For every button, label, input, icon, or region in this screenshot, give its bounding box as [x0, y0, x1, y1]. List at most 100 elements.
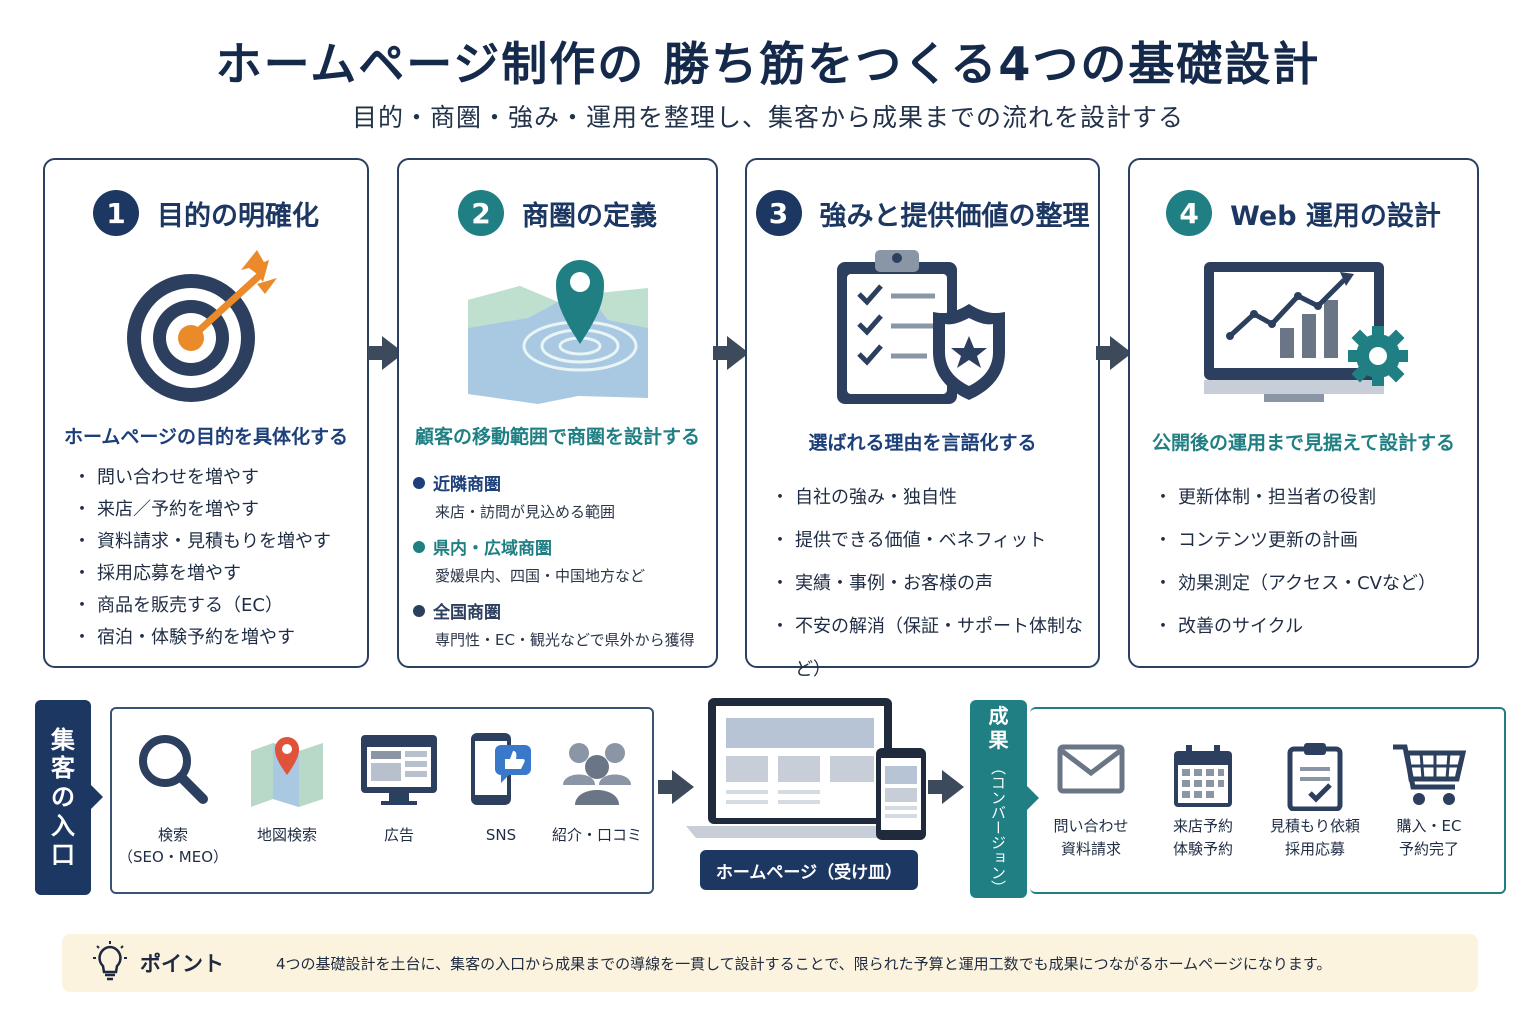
card-header: 1 目的の明確化	[45, 190, 367, 236]
page-title: ホームページ制作の 勝ち筋をつくる4つの基礎設計	[215, 37, 1321, 91]
bullet-dot-icon	[413, 540, 425, 553]
card-title: 目的の明確化	[157, 200, 319, 232]
list-item: 不安の解消（保証・サポート体制など）	[771, 605, 1098, 691]
operation-list: 更新体制・担当者の役割 コンテンツ更新の計画 効果測定（アクセス・CVなど） 改…	[1154, 476, 1436, 648]
channel-map-search: 地図検索	[232, 729, 342, 847]
calendar-icon	[1174, 745, 1232, 807]
point-box: ポイント 4つの基礎設計を土台に、集客の入口から成果までの導線を一貫して設計する…	[62, 934, 1478, 992]
result-label: 見積もり依頼	[1269, 817, 1360, 835]
card-purpose: 1 目的の明確化 ホームページの目的を具体化する 問い合わせを増やす 来店／予約…	[43, 158, 369, 668]
list-item: 自社の強み・独自性	[771, 476, 1098, 519]
target-icon	[45, 248, 367, 418]
channel-label-sub: （SEO・MEO）	[118, 847, 229, 866]
result-tag-char: 成	[988, 703, 1009, 728]
result-tag-char: 果	[988, 727, 1009, 752]
list-item: 県内・広域商圏 愛媛県内、四国・中国地方など	[413, 534, 695, 586]
mail-icon	[1057, 744, 1125, 794]
list-item: 実績・事例・お客様の声	[771, 562, 1098, 605]
page-subtitle: 目的・商圏・強み・運用を整理し、集客から成果までの流れを設計する	[351, 103, 1184, 132]
area-description: 来店・訪問が見込める範囲	[435, 503, 616, 521]
card-title: 商圏の定義	[522, 200, 657, 232]
card-title: 強みと提供価値の整理	[819, 200, 1090, 232]
area-name: 県内・広域商圏	[433, 539, 552, 559]
homepage-label: ホームページ（受け皿）	[700, 850, 918, 890]
card-web-operation: 4 Web 運用の設計	[1128, 158, 1479, 668]
list-item: コンテンツ更新の計画	[1154, 519, 1436, 562]
step-number-badge: 3	[755, 190, 802, 236]
result-label: 体験予約	[1172, 839, 1233, 858]
map-pin-icon	[399, 248, 716, 418]
clipboard-shield-icon	[747, 248, 1098, 418]
clipboard-check-icon	[1287, 743, 1343, 811]
flow-arrow	[928, 770, 964, 804]
bullet-dot-icon	[413, 604, 425, 617]
lightbulb-icon	[90, 941, 130, 985]
card-header: 3 強みと提供価値の整理	[747, 190, 1098, 236]
entry-tag-char: の	[51, 783, 75, 812]
list-item: 提供できる価値・ベネフィット	[771, 519, 1098, 562]
step-number-badge: 2	[458, 190, 504, 236]
entry-tag-char: 客	[51, 754, 75, 783]
result-label: 問い合わせ	[1053, 817, 1129, 835]
search-icon	[139, 735, 208, 804]
smartphone-like-icon	[471, 733, 531, 805]
result-estimate: 見積もり依頼採用応募	[1260, 741, 1370, 860]
list-item: 効果測定（アクセス・CVなど）	[1154, 562, 1436, 605]
channel-label: 地図検索	[256, 826, 317, 844]
list-item: 資料請求・見積もりを増やす	[73, 526, 331, 558]
channel-label: 検索	[157, 826, 188, 844]
channel-label: 広告	[383, 826, 414, 844]
result-reservation: 来店予約体験予約	[1148, 741, 1258, 860]
step-number-badge: 1	[93, 190, 139, 236]
list-item: 商品を販売する（EC）	[73, 590, 331, 622]
monitor-chart-gear-icon	[1130, 248, 1477, 418]
entry-tag: 集 客 の 入 口	[35, 700, 103, 895]
flow-arrow	[658, 770, 694, 804]
result-inquiry: 問い合わせ資料請求	[1036, 741, 1146, 860]
strengths-list: 自社の強み・独自性 提供できる価値・ベネフィット 実績・事例・お客様の声 不安の…	[771, 476, 1098, 691]
entry-tag-char: 入	[51, 811, 75, 840]
result-purchase: 購入・EC 予約完了	[1374, 741, 1484, 860]
channel-sns: SNS	[446, 729, 556, 847]
point-label: ポイント	[140, 952, 224, 976]
channel-search: 検索 （SEO・MEO）	[118, 729, 228, 869]
card-subtitle: 公開後の運用まで見据えて設計する	[1151, 432, 1456, 454]
list-item: 改善のサイクル	[1154, 605, 1436, 648]
result-label: 予約完了	[1398, 839, 1459, 858]
result-tag-sub: （コンバージョン）	[989, 759, 1007, 895]
card-subtitle: ホームページの目的を具体化する	[63, 426, 349, 448]
card-market-area: 2 商圏の定義 顧客の移動範囲で商圏を設計する 近隣商圏 来店・訪問が見込める範…	[397, 158, 718, 668]
card-title: Web 運用の設計	[1230, 200, 1441, 232]
card-subtitle: 顧客の移動範囲で商圏を設計する	[414, 426, 700, 448]
list-item: 全国商圏 専門性・EC・観光などで県外から獲得	[413, 598, 695, 650]
flow-arrow	[1096, 336, 1132, 370]
purpose-list: 問い合わせを増やす 来店／予約を増やす 資料請求・見積もりを増やす 採用応募を増…	[73, 462, 331, 654]
entry-tag-char: 口	[51, 840, 75, 869]
step-number-badge: 4	[1166, 190, 1213, 236]
entry-channels: 検索 （SEO・MEO） 地図検索 広告 SNS 紹介・口コミ	[110, 707, 654, 894]
card-strengths: 3 強みと提供価値の整理 選ばれる理由を言語化する 自社の強み・独自性 提供でき…	[745, 158, 1100, 680]
homepage-devices-icon	[686, 696, 932, 846]
channel-referral: 紹介・口コミ	[542, 729, 652, 847]
ad-screen-icon	[361, 735, 437, 805]
list-item: 問い合わせを増やす	[73, 462, 331, 494]
result-label: 採用応募	[1284, 839, 1345, 858]
market-area-list: 近隣商圏 来店・訪問が見込める範囲 県内・広域商圏 愛媛県内、四国・中国地方など…	[413, 470, 695, 662]
card-header: 2 商圏の定義	[399, 190, 716, 236]
channel-ads: 広告	[344, 729, 454, 847]
cart-icon	[1393, 744, 1467, 805]
result-tag: 成果 （コンバージョン）	[970, 700, 1039, 898]
people-icon	[563, 743, 631, 805]
result-label: 購入・EC	[1396, 817, 1462, 835]
map-icon	[251, 737, 323, 807]
list-item: 採用応募を増やす	[73, 558, 331, 590]
channel-label: SNS	[485, 826, 517, 844]
bullet-dot-icon	[413, 476, 425, 489]
card-subtitle: 選ばれる理由を言語化する	[808, 432, 1037, 454]
result-label: 資料請求	[1060, 839, 1121, 858]
channel-label: 紹介・口コミ	[551, 826, 642, 844]
flow-arrow	[713, 336, 749, 370]
list-item: 宿泊・体験予約を増やす	[73, 622, 331, 654]
list-item: 更新体制・担当者の役割	[1154, 476, 1436, 519]
list-item: 近隣商圏 来店・訪問が見込める範囲	[413, 470, 695, 522]
